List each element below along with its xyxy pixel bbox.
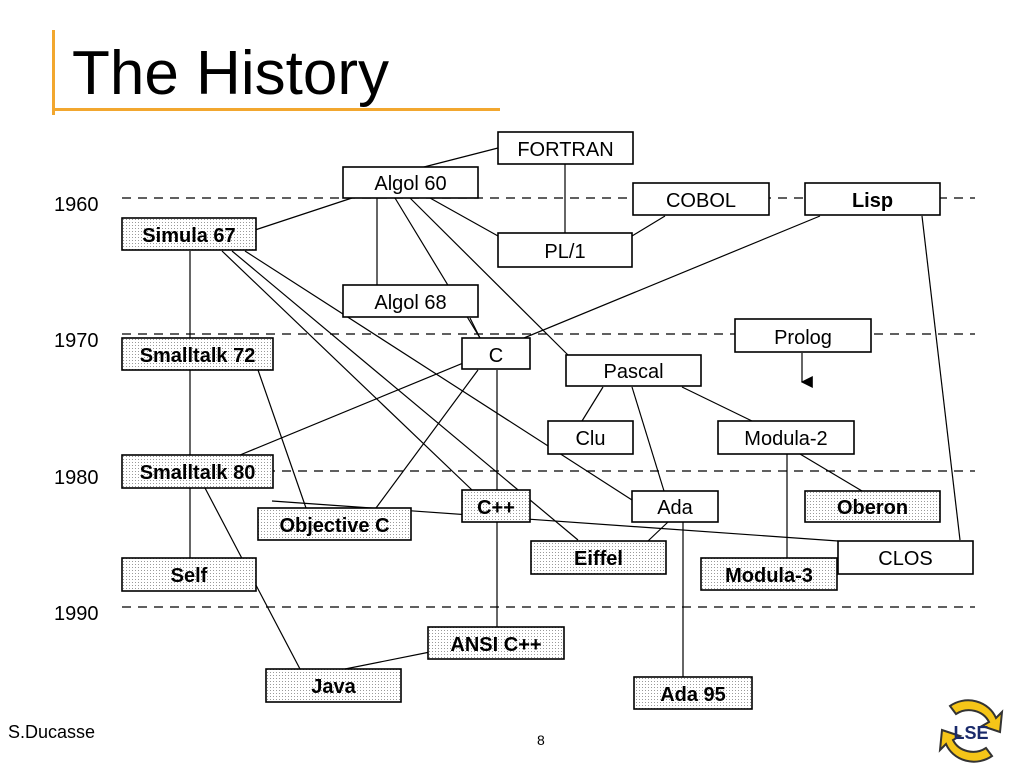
node-clos-label: CLOS — [878, 548, 932, 570]
node-algol60-label: Algol 60 — [374, 173, 446, 195]
node-algol68-label: Algol 68 — [374, 292, 446, 314]
edge-fortran-algol60 — [419, 147, 499, 169]
year-label-1960: 1960 — [54, 194, 99, 216]
lse-logo-text: LSE — [953, 723, 988, 743]
node-c: C — [461, 337, 531, 370]
edge-pascal-modula2 — [681, 386, 753, 422]
page-title: The History — [72, 39, 389, 108]
edge-pascal-ada — [631, 386, 665, 492]
node-clos: CLOS — [837, 540, 974, 575]
node-modula2-label: Modula-2 — [744, 428, 827, 450]
node-cpp-label: C++ — [477, 497, 515, 519]
node-self-label: Self — [171, 565, 208, 587]
edge-algol60-pascal — [409, 197, 569, 356]
edge-algol60-simula67 — [254, 197, 353, 231]
edge-ada-eiffel — [647, 521, 669, 542]
node-smalltalk72-label: Smalltalk 72 — [140, 345, 256, 367]
node-java-label: Java — [311, 676, 356, 698]
node-prolog-label: Prolog — [774, 327, 832, 349]
edge-pascal-clu — [581, 386, 604, 422]
node-modula2: Modula-2 — [717, 420, 855, 455]
node-smalltalk72: Smalltalk 72 — [121, 337, 274, 371]
edge-algol60-pl1 — [429, 197, 499, 237]
node-objectivec-label: Objective C — [279, 515, 389, 537]
edge-cobol-pl1 — [631, 215, 666, 237]
node-cpp: C++ — [461, 489, 531, 523]
edge-simula67-cpp — [221, 250, 473, 491]
influence-edges — [189, 147, 961, 677]
node-prolog: Prolog — [734, 318, 872, 353]
node-ansicpp-label: ANSI C++ — [450, 634, 541, 656]
edge-smalltalk72-objectivec — [257, 369, 307, 509]
node-pascal: Pascal — [565, 354, 702, 387]
node-fortran: FORTRAN — [497, 131, 634, 165]
node-algol68: Algol 68 — [342, 284, 479, 318]
node-pascal-label: Pascal — [603, 361, 663, 383]
node-ada95-label: Ada 95 — [660, 684, 726, 706]
node-clu: Clu — [547, 420, 634, 455]
edge-ansicpp-java — [344, 651, 431, 670]
language-nodes: FORTRAN Algol 60 COBOL Lisp Simula 67 PL… — [121, 131, 974, 710]
lse-logo: LSE — [938, 699, 1004, 763]
node-self: Self — [121, 557, 257, 592]
edge-lisp-smalltalk80 — [239, 215, 821, 456]
node-pl1-label: PL/1 — [544, 241, 585, 263]
node-smalltalk80: Smalltalk 80 — [121, 454, 274, 489]
node-c-label: C — [489, 345, 503, 367]
node-modula3: Modula-3 — [700, 557, 838, 591]
node-oberon: Oberon — [804, 490, 941, 523]
edge-lisp-clos — [921, 215, 961, 541]
year-label-1970: 1970 — [54, 330, 99, 352]
node-ada-label: Ada — [657, 497, 693, 519]
edge-algol68-c — [469, 317, 481, 339]
node-smalltalk80-label: Smalltalk 80 — [140, 462, 256, 484]
node-pl1: PL/1 — [497, 232, 633, 268]
node-lisp-label: Lisp — [852, 190, 893, 212]
title-accent-underline — [52, 108, 500, 111]
node-eiffel-label: Eiffel — [574, 548, 623, 570]
node-lisp: Lisp — [804, 182, 941, 216]
node-ansicpp: ANSI C++ — [427, 626, 565, 660]
node-ada: Ada — [631, 490, 719, 523]
edge-modula2-oberon — [799, 453, 863, 492]
node-objectivec: Objective C — [257, 507, 412, 541]
node-simula67: Simula 67 — [121, 217, 257, 251]
node-simula67-label: Simula 67 — [142, 225, 235, 247]
node-modula3-label: Modula-3 — [725, 565, 813, 587]
node-eiffel: Eiffel — [530, 540, 667, 575]
title-accent-vertical — [52, 30, 55, 115]
edge-c-objectivec — [375, 369, 479, 509]
edge-simula67-ada — [244, 250, 633, 501]
year-labels: 1960 1970 1980 1990 — [54, 194, 99, 625]
node-algol60: Algol 60 — [342, 166, 479, 199]
year-label-1990: 1990 — [54, 603, 99, 625]
node-clu-label: Clu — [575, 428, 605, 450]
node-fortran-label: FORTRAN — [517, 139, 613, 161]
page-number: 8 — [537, 732, 545, 748]
node-cobol: COBOL — [632, 182, 770, 216]
node-ada95: Ada 95 — [633, 676, 753, 710]
node-java: Java — [265, 668, 402, 703]
node-oberon-label: Oberon — [837, 497, 908, 519]
author-footer: S.Ducasse — [8, 722, 96, 742]
node-cobol-label: COBOL — [666, 190, 736, 212]
year-label-1980: 1980 — [54, 467, 99, 489]
